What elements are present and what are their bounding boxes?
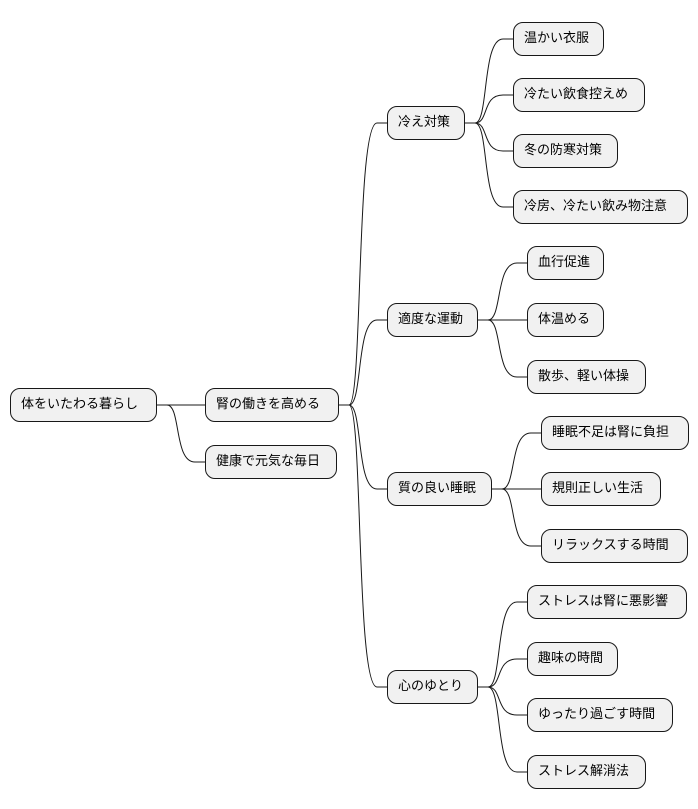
mindmap-edge — [339, 404, 387, 688]
leaf-node[interactable]: 散歩、軽い体操 — [527, 360, 646, 394]
mindmap-edge — [339, 122, 387, 406]
mindmap-edge — [478, 319, 527, 378]
mindmap-edge — [478, 686, 527, 773]
mindmap-edge — [478, 658, 527, 688]
mindmap-edge — [492, 432, 541, 490]
leaf-node[interactable]: ゆったり過ごす時間 — [527, 698, 673, 732]
leaf-node[interactable]: 規則正しい生活 — [541, 472, 661, 506]
topic-node-cold-care[interactable]: 冷え対策 — [387, 106, 465, 140]
leaf-node[interactable]: 温かい衣服 — [513, 22, 604, 56]
mindmap-edge — [465, 122, 513, 208]
topic-node-mind[interactable]: 心のゆとり — [387, 670, 478, 704]
leaf-node[interactable]: 体温める — [527, 303, 604, 337]
leaf-node[interactable]: 冬の防寒対策 — [513, 134, 618, 168]
topic-node-sleep[interactable]: 質の良い睡眠 — [387, 472, 492, 506]
mindmap-edge — [478, 686, 527, 716]
root-node[interactable]: 体をいたわる暮らし — [10, 388, 157, 422]
mindmap-edge — [339, 404, 387, 490]
leaf-node[interactable]: リラックスする時間 — [541, 529, 688, 563]
leaf-node[interactable]: ストレス解消法 — [527, 755, 646, 789]
branch-node-healthy-days[interactable]: 健康で元気な毎日 — [205, 445, 337, 479]
topic-node-exercise[interactable]: 適度な運動 — [387, 303, 478, 337]
mindmap-edge — [157, 404, 205, 463]
mindmap-edge — [465, 94, 513, 124]
leaf-node[interactable]: 血行促進 — [527, 246, 604, 280]
leaf-node[interactable]: 冷房、冷たい飲み物注意 — [513, 190, 688, 224]
mindmap-edge — [465, 122, 513, 152]
branch-node-kidney[interactable]: 腎の働きを高める — [205, 388, 339, 422]
leaf-node[interactable]: 趣味の時間 — [527, 642, 618, 676]
mindmap-edge — [478, 601, 527, 688]
mindmap-edge — [339, 319, 387, 406]
leaf-node[interactable]: 睡眠不足は腎に負担 — [541, 416, 689, 450]
leaf-node[interactable]: 冷たい飲食控えめ — [513, 78, 645, 112]
mindmap-edge — [492, 488, 541, 547]
mindmap-edge — [478, 262, 527, 321]
mindmap-edge — [465, 38, 513, 124]
leaf-node[interactable]: ストレスは腎に悪影響 — [527, 585, 687, 619]
